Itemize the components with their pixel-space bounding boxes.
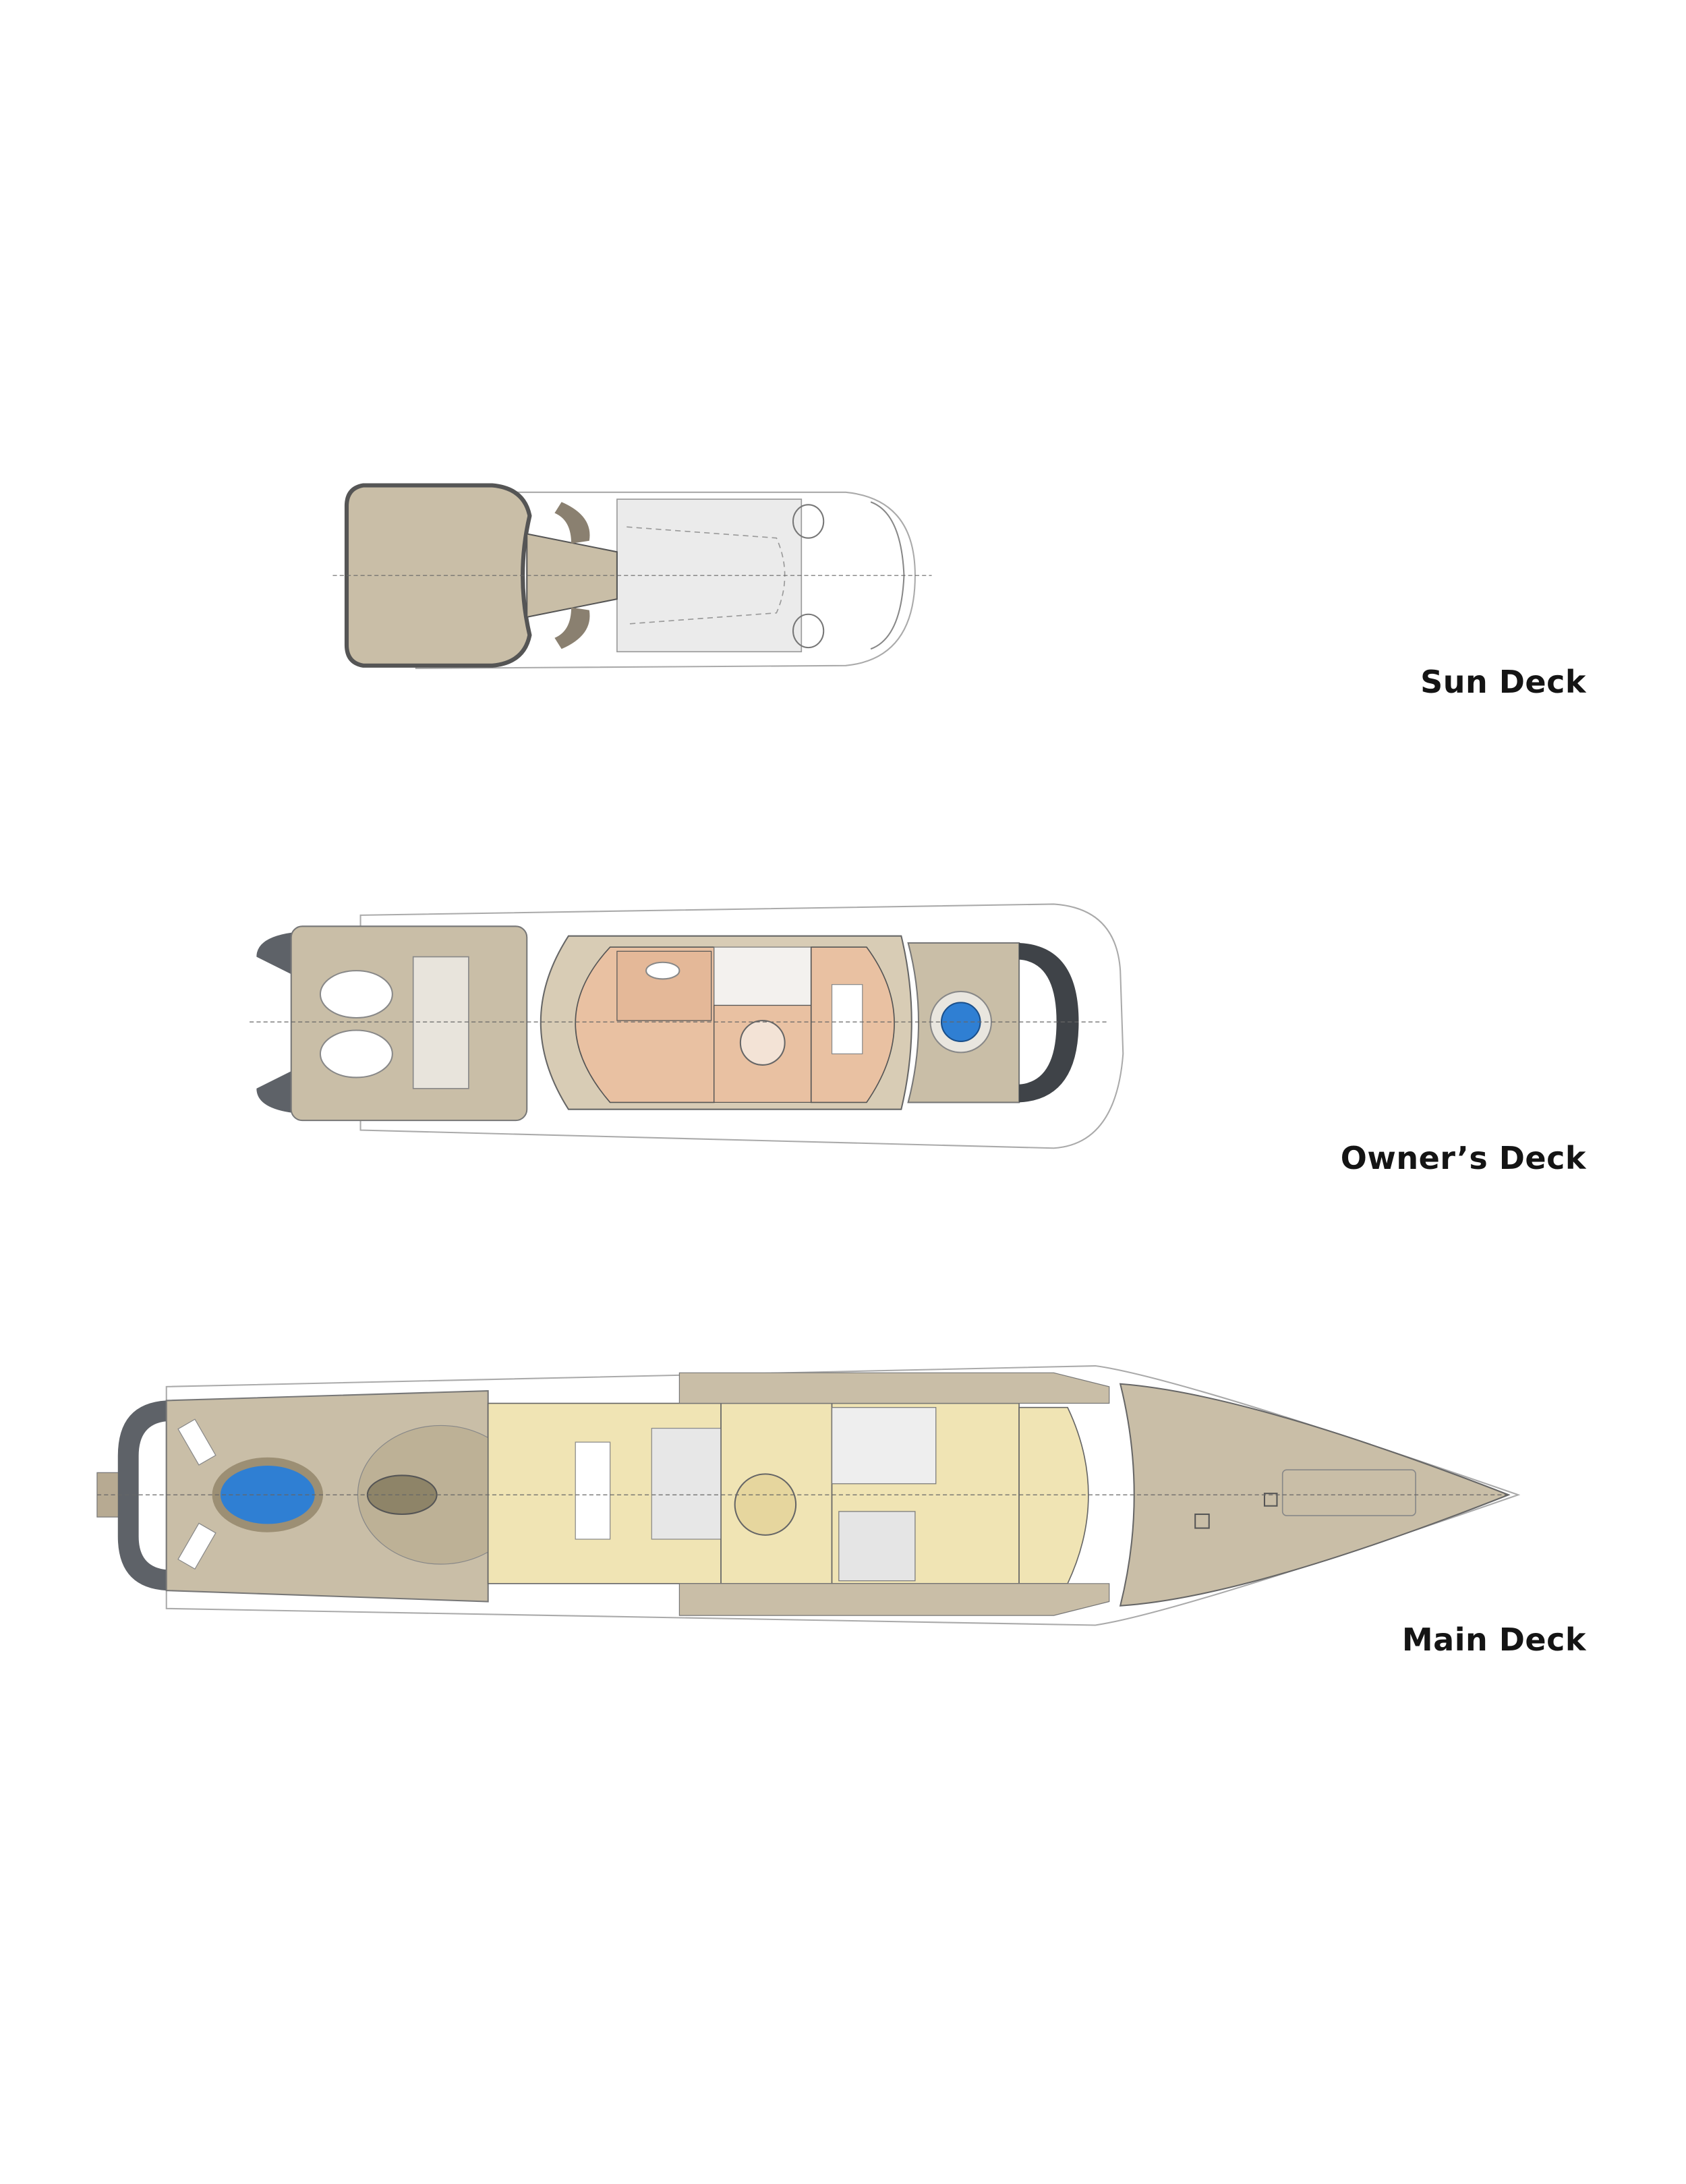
sun-deck-label: Sun Deck [1420,664,1586,700]
service-rooms [831,1407,937,1485]
sunbed-1 [177,1418,216,1466]
owner-aft-jacuzzi-2 [319,1029,393,1079]
owner-service-area [714,946,812,1006]
lift-room [838,1511,916,1582]
sun-deck-circle-bottom [792,613,825,649]
tv-saloon-sofa [575,1441,611,1540]
owner-aft-deck [290,925,528,1122]
owner-aft-jacuzzi [319,970,393,1019]
main-deck-label: Main Deck [1401,1621,1586,1658]
bow-deck-hatch-small [1194,1513,1210,1529]
owner-aft-seating [412,956,469,1089]
main-deck-stern-cap [117,1400,167,1591]
owner-deck-stern-cap-top [256,931,299,978]
upper-lobby-stair [734,1473,797,1536]
side-deck-bottom [678,1583,1110,1616]
owner-bathtub [645,961,680,980]
wheelhouse [1018,1406,1089,1584]
owner-lobby-stair [739,1020,786,1066]
main-deck-plan [96,1365,1521,1626]
spiral-stair-top [554,502,590,544]
owner-saloon-sofa [831,984,863,1055]
owner-deck-stern-cap-bottom [256,1068,299,1114]
spiral-stair-bottom [554,607,590,650]
bow-deck-hatch-small-2 [1263,1493,1278,1507]
sun-deck-circle-top [792,504,825,539]
galley-area [651,1427,722,1540]
owner-deck-label: Owner’s Deck [1340,1140,1586,1176]
side-deck-top [678,1372,1110,1404]
owner-bathroom [616,950,712,1021]
sunbed-2 [177,1522,216,1570]
owner-deck-bow-cap [1019,942,1079,1103]
bow-hatch [1281,1469,1416,1516]
owner-deck-plan [250,903,1124,1149]
sun-deck-plan [332,483,932,669]
